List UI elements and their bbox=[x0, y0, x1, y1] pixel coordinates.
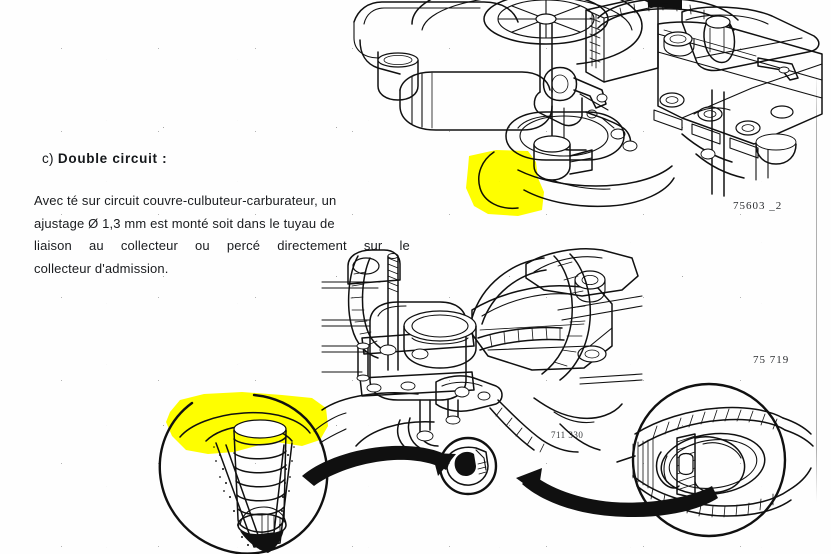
figure-reference-top: 75603 _2 bbox=[733, 200, 783, 212]
paragraph-line-2: ajustage Ø 1,3 mm est monté soit dans le… bbox=[34, 215, 335, 231]
section-heading: c) Double circuit : bbox=[42, 151, 167, 166]
figure-reference-inner: 711 330 bbox=[551, 430, 584, 440]
paragraph-line-4: collecteur d'admission. bbox=[34, 260, 169, 276]
figure-detail-left-jet bbox=[156, 385, 347, 554]
section-title: Double circuit : bbox=[57, 151, 168, 166]
section-label: c) bbox=[42, 151, 54, 166]
figure-detail-right-pipe bbox=[616, 372, 814, 554]
highlight-top-fitting bbox=[466, 148, 544, 216]
figure-top-engine-view bbox=[352, 0, 831, 210]
page-edge-line bbox=[816, 72, 817, 502]
figure-callout-arrows bbox=[300, 436, 720, 550]
paragraph-line-1: Avec té sur circuit couvre-culbuteur-car… bbox=[34, 193, 337, 208]
figure-middle-carburettor-view bbox=[321, 248, 643, 455]
figure-reference-middle: 75 719 bbox=[753, 354, 790, 366]
body-paragraph: Avec té sur circuit couvre-culbuteur-car… bbox=[34, 190, 410, 280]
highlight-detail-jet bbox=[164, 392, 334, 462]
paragraph-line-3: liaison au collecteur ou percé directeme… bbox=[34, 238, 410, 253]
